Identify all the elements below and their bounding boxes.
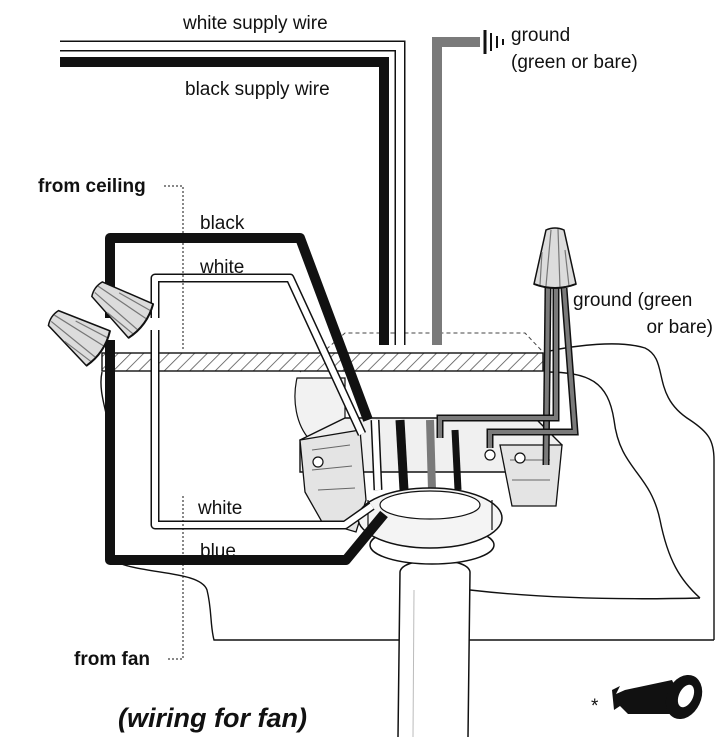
- from-fan-leader: [168, 495, 184, 660]
- ground-supply-label-line2: (green or bare): [511, 52, 638, 73]
- electrical-tape-icon: [612, 674, 703, 720]
- from-fan-label: from fan: [74, 649, 150, 670]
- ground-supply-wire: [432, 37, 480, 345]
- black-supply-wire: [60, 57, 389, 345]
- ground-symbol-icon: [483, 30, 504, 54]
- ground-supply-label-line1: ground: [511, 25, 570, 46]
- ground-fixture-label-line2: or bare): [646, 317, 713, 338]
- fixture-wires: [105, 233, 388, 565]
- wire-nut-icon: [533, 227, 577, 289]
- blue-fan-wire: [105, 340, 388, 565]
- ground-fixture-label-line1: ground (green: [573, 290, 692, 311]
- black-ceiling-wire: [105, 233, 373, 422]
- from-ceiling-leader: [164, 185, 184, 350]
- from-ceiling-label: from ceiling: [38, 176, 146, 197]
- white-ceiling-wire-label: white: [199, 257, 244, 278]
- white-fan-wire-label: white: [197, 498, 242, 519]
- black-supply-wire-label: black supply wire: [185, 79, 330, 100]
- diagram-caption: (wiring for fan): [118, 703, 307, 733]
- black-wire-label: black: [200, 213, 245, 234]
- ground-wires-fixture: [436, 287, 579, 466]
- downrod-assembly: [357, 487, 503, 737]
- asterisk-note: *: [591, 696, 599, 717]
- ceiling-outline: [100, 343, 715, 641]
- supply-wires: [60, 37, 480, 345]
- white-supply-wire-label: white supply wire: [182, 13, 328, 34]
- blue-wire-label: blue: [200, 541, 236, 562]
